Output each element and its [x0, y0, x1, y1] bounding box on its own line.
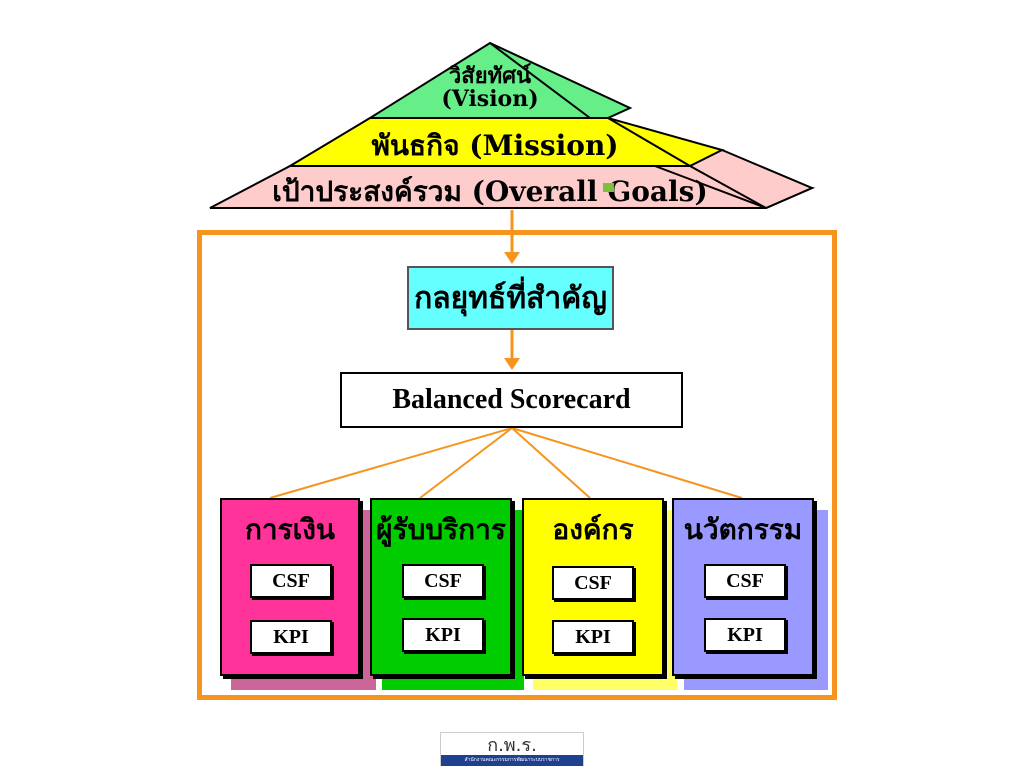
- perspective-title: ผู้รับบริการ: [376, 513, 506, 546]
- logo-subtext: สำนักงานคณะกรรมการพัฒนาระบบราชการ: [441, 755, 583, 766]
- strategy-frame: [197, 230, 837, 700]
- perspective-card-financial: การเงิน CSF KPI: [220, 498, 360, 676]
- perspective-card-innovation: นวัตกรรม CSF KPI: [672, 498, 814, 676]
- vision-label-line2: (Vision): [441, 86, 539, 112]
- bsc-link-line: [269, 427, 513, 499]
- csf-tag: CSF: [552, 566, 634, 600]
- balanced-scorecard-box: Balanced Scorecard: [340, 372, 683, 428]
- csf-tag: CSF: [704, 564, 786, 598]
- perspective-card-organization: องค์กร CSF KPI: [522, 498, 664, 676]
- key-strategy-label: กลยุทธ์ที่สำคัญ: [414, 280, 607, 316]
- perspective-title: นวัตกรรม: [683, 513, 803, 546]
- key-strategy-box: กลยุทธ์ที่สำคัญ: [407, 266, 614, 330]
- opdc-logo: ก.พ.ร. สำนักงานคณะกรรมการพัฒนาระบบราชการ: [440, 732, 584, 766]
- vision-label-line1: วิสัยทัศน์: [448, 63, 532, 89]
- logo-text: ก.พ.ร.: [487, 734, 537, 756]
- arrowhead: [504, 358, 520, 370]
- perspective-title: การเงิน: [244, 513, 336, 546]
- kpi-tag: KPI: [402, 618, 484, 652]
- perspective-title: องค์กร: [552, 513, 634, 546]
- green-marker: [603, 183, 614, 192]
- arrowhead: [504, 252, 520, 264]
- csf-tag: CSF: [250, 564, 332, 598]
- perspective-card-customer: ผู้รับบริการ CSF KPI: [370, 498, 512, 676]
- goals-label: เป้าประสงค์รวม (Overall Goals): [272, 175, 708, 208]
- bsc-link-line: [419, 427, 513, 499]
- kpi-tag: KPI: [552, 620, 634, 654]
- bsc-link-line: [511, 427, 591, 499]
- kpi-tag: KPI: [250, 620, 332, 654]
- csf-tag: CSF: [402, 564, 484, 598]
- balanced-scorecard-label: Balanced Scorecard: [392, 384, 631, 415]
- kpi-tag: KPI: [704, 618, 786, 652]
- bsc-link-line: [511, 427, 743, 499]
- mission-label: พันธกิจ (Mission): [371, 129, 619, 162]
